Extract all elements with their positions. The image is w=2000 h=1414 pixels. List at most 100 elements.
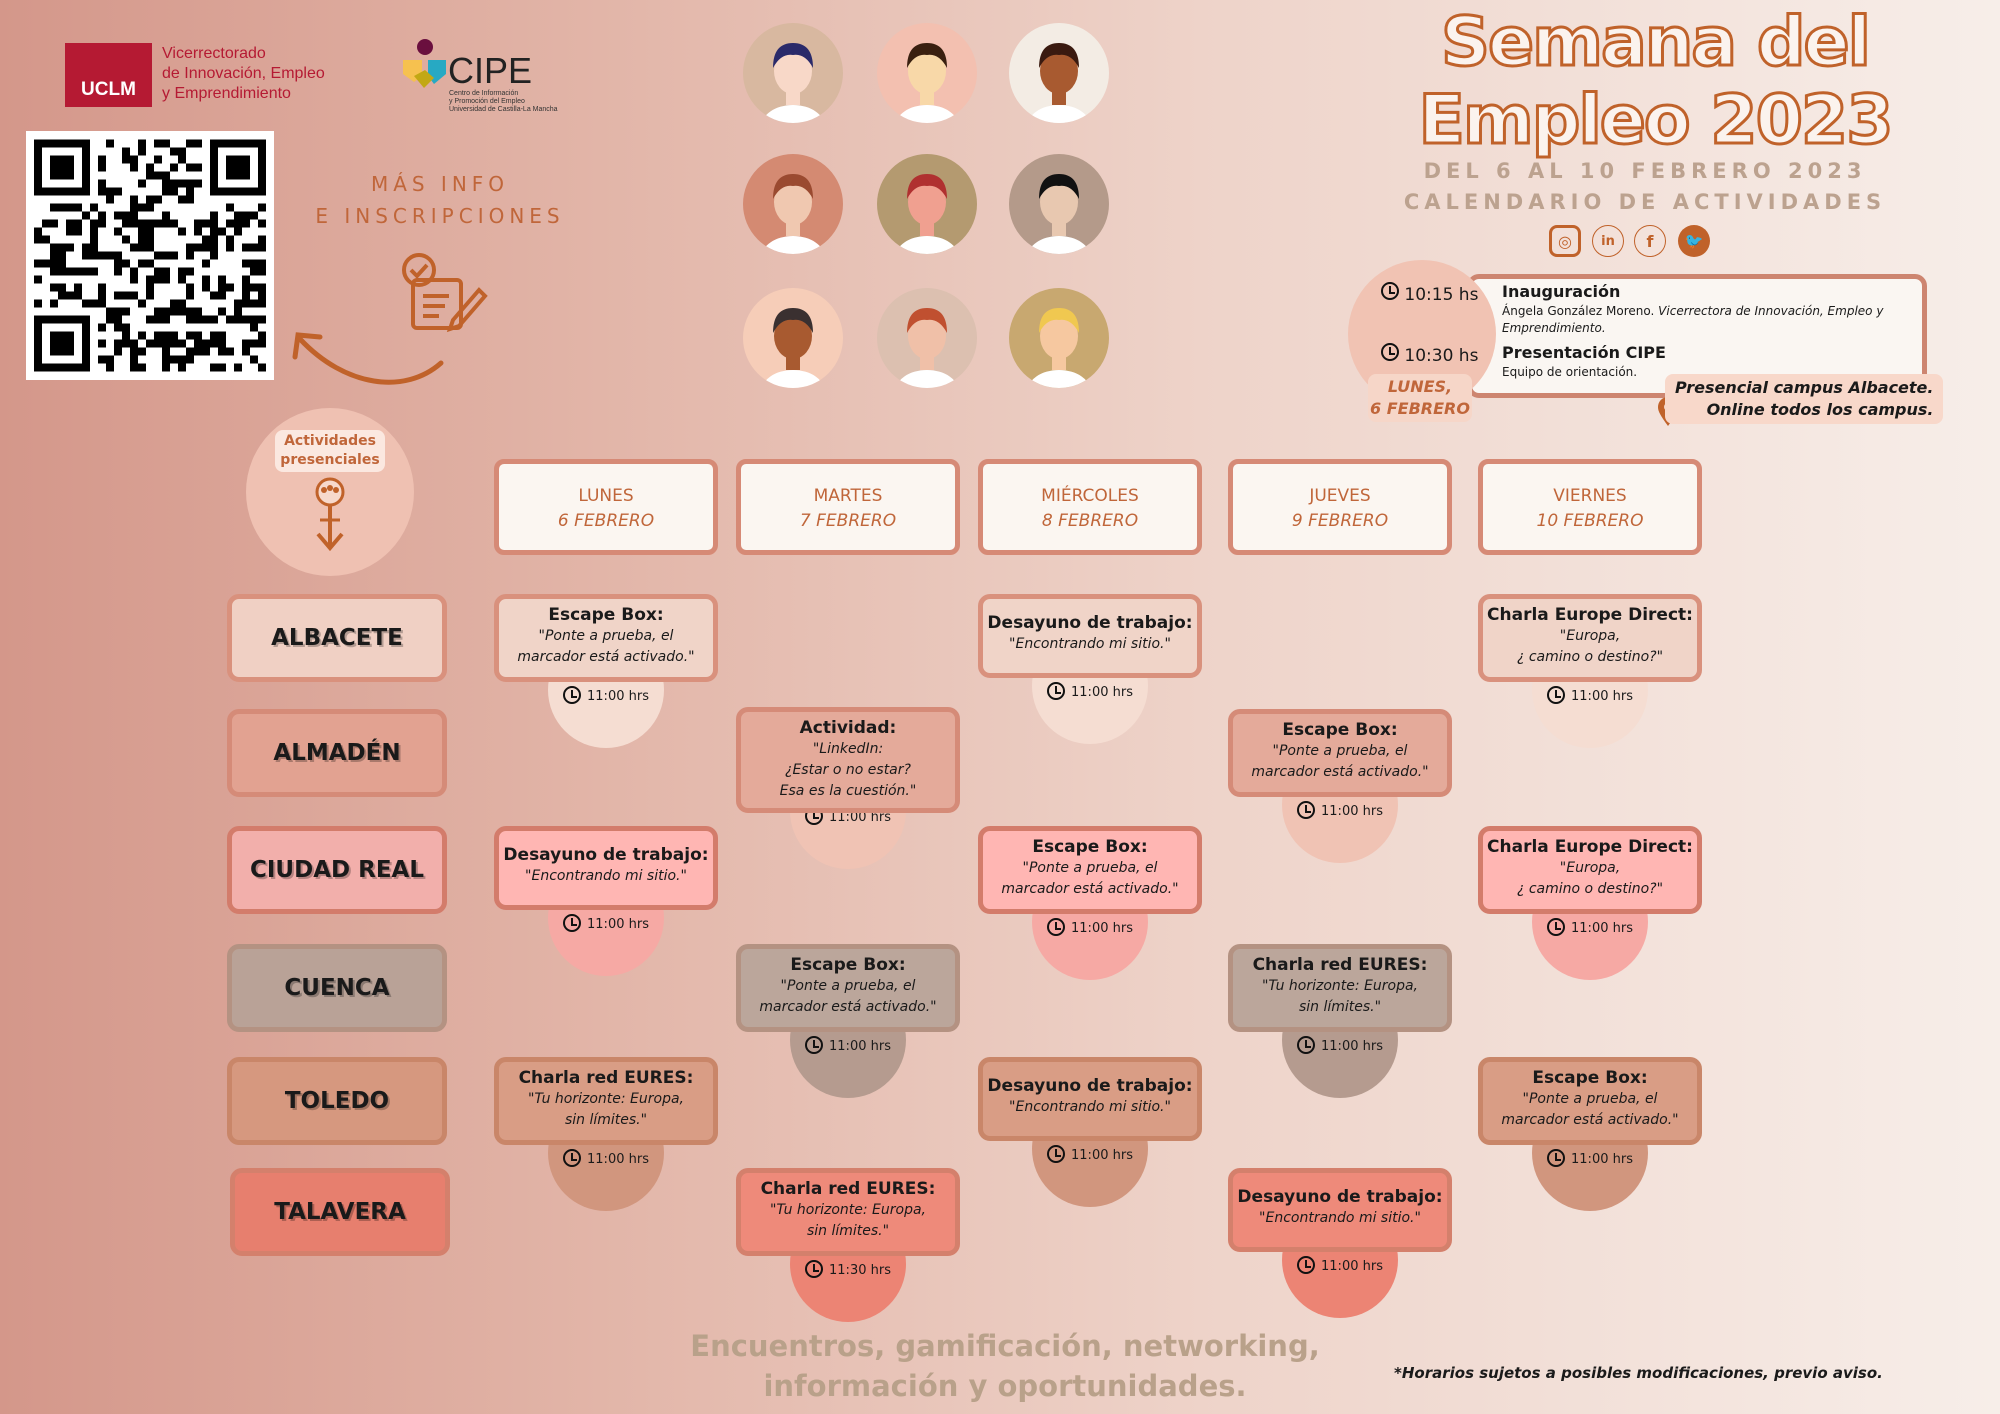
event-title: Charla red EURES:	[518, 1068, 694, 1088]
city-name: ALMADÉN	[273, 740, 401, 766]
clock-icon	[1381, 343, 1399, 361]
event-description: "Encontrando mi sitio."	[1009, 636, 1171, 652]
event-title: Desayuno de trabajo:	[987, 1076, 1193, 1096]
avatar	[1009, 154, 1109, 254]
city-label: TOLEDO	[227, 1057, 447, 1145]
curved-arrow-icon	[292, 332, 444, 385]
person-icon	[761, 43, 825, 123]
person-icon	[1027, 43, 1091, 123]
twitter-icon[interactable]: 🐦	[1678, 225, 1710, 257]
event-description: sin límites."	[806, 1223, 890, 1239]
city-label: ALBACETE	[227, 594, 447, 682]
event-title: Charla Europe Direct:	[1487, 605, 1693, 625]
event-time: 11:00 hrs	[587, 689, 649, 704]
activities-badge: Actividades presenciales	[246, 408, 414, 576]
event-title: Charla red EURES:	[1252, 955, 1428, 975]
event-card[interactable]: Actividad:"LinkedIn:¿Estar o no estar?Es…	[736, 707, 960, 813]
cipe-sub-line: y Promoción del Empleo	[449, 98, 525, 105]
event-time: 11:00 hrs	[1321, 1259, 1383, 1274]
event-card[interactable]: Charla red EURES:"Tu horizonte: Europa,s…	[736, 1168, 960, 1256]
person-icon	[1027, 174, 1091, 254]
city-name: TOLEDO	[284, 1088, 390, 1114]
clock-icon	[805, 1036, 824, 1054]
location-down-arrow-icon	[315, 477, 345, 552]
event-title: Inauguración	[1502, 282, 1621, 301]
vicerrectorado-text: Vicerrectorado de Innovación, Empleo y E…	[162, 44, 325, 104]
instagram-icon[interactable]: ◎	[1549, 225, 1581, 257]
title-line: Semana del	[1440, 2, 1873, 83]
cipe-sub-line: Universidad de Castilla-La Mancha	[449, 106, 558, 113]
cipe-subtitle: Centro de Información y Promoción del Em…	[449, 90, 558, 114]
city-name: TALAVERA	[274, 1199, 406, 1225]
qr-code[interactable]	[26, 131, 274, 380]
city-name: CIUDAD REAL	[250, 857, 424, 883]
clock-icon	[1547, 1149, 1566, 1167]
day-line: 6 FEBRERO	[1370, 399, 1470, 418]
event-description: "Tu horizonte: Europa,	[1261, 978, 1418, 994]
clock-icon	[1047, 918, 1066, 936]
event-description: sin límites."	[564, 1112, 648, 1128]
page-subtitle: DEL 6 AL 10 FEBRERO 2023 CALENDARIO DE A…	[1400, 156, 1890, 218]
tagline-line: información y oportunidades.	[763, 1369, 1247, 1403]
clock-icon	[1047, 1145, 1066, 1163]
event-title: Charla Europe Direct:	[1487, 837, 1693, 857]
event-description: Esa es la cuestión."	[779, 783, 917, 799]
title-line: Empleo 2023	[1417, 80, 1895, 161]
inauguration-item: Presentación CIPE Equipo de orientación.	[1502, 343, 1902, 381]
event-time: 11:00 hrs	[587, 1152, 649, 1167]
inauguration-item: Inauguración Ángela González Moreno. Vic…	[1502, 282, 1902, 337]
city-name: CUENCA	[284, 975, 390, 1001]
tagline-line: Encuentros, gamificación, networking,	[690, 1329, 1320, 1363]
more-info-line: E INSCRIPCIONES	[315, 204, 565, 228]
event-card[interactable]: Desayuno de trabajo:"Encontrando mi siti…	[978, 1057, 1202, 1141]
person-icon	[761, 174, 825, 254]
person-icon	[761, 308, 825, 388]
event-card[interactable]: Charla red EURES:"Tu horizonte: Europa,s…	[1228, 944, 1452, 1032]
calendar-subtitle: CALENDARIO DE ACTIVIDADES	[1403, 190, 1887, 214]
day-line: LUNES,	[1387, 377, 1453, 396]
city-label: CUENCA	[227, 944, 447, 1032]
event-time: 11:00 hrs	[1571, 689, 1633, 704]
avatar	[877, 23, 977, 123]
clock-icon	[1547, 686, 1566, 704]
activities-badge-line: presenciales	[280, 452, 380, 468]
event-title: Escape Box:	[790, 955, 906, 975]
avatar	[743, 288, 843, 388]
linkedin-icon[interactable]: in	[1592, 225, 1624, 257]
cipe-sub-line: Centro de Información	[449, 90, 519, 97]
event-desc: Equipo de orientación.	[1502, 365, 1638, 379]
event-description: ¿ camino o destino?"	[1516, 649, 1664, 665]
clock-icon	[805, 1260, 824, 1278]
location-note: Presencial campus Albacete. Online todos…	[1665, 374, 1944, 424]
event-time: 11:00 hrs	[587, 917, 649, 932]
event-card[interactable]: Desayuno de trabajo:"Encontrando mi siti…	[1228, 1168, 1452, 1252]
facebook-icon[interactable]: f	[1634, 225, 1666, 257]
city-label: ALMADÉN	[227, 709, 447, 797]
uclm-logo: UCLM	[65, 43, 152, 107]
event-time: 11:30 hrs	[829, 1263, 891, 1278]
event-description: marcador está activado."	[1251, 764, 1429, 780]
day-name: MIÉRCOLES	[1041, 486, 1139, 506]
day-date: 6 FEBRERO	[557, 511, 655, 531]
city-name: ALBACETE	[271, 625, 403, 651]
clock-icon	[1381, 282, 1399, 300]
clock-icon	[1047, 682, 1066, 700]
avatar	[743, 23, 843, 123]
event-card[interactable]: Desayuno de trabajo:"Encontrando mi siti…	[978, 594, 1202, 678]
event-card[interactable]: Charla red EURES:"Tu horizonte: Europa,s…	[494, 1057, 718, 1145]
event-card[interactable]: Desayuno de trabajo:"Encontrando mi siti…	[494, 826, 718, 910]
inauguration-day: LUNES, 6 FEBRERO	[1368, 374, 1472, 422]
avatar	[877, 154, 977, 254]
event-card[interactable]: Charla Europe Direct:"Europa,¿ camino o …	[1478, 826, 1702, 914]
day-name: JUEVES	[1309, 486, 1371, 506]
event-card[interactable]: Charla Europe Direct:"Europa,¿ camino o …	[1478, 594, 1702, 682]
